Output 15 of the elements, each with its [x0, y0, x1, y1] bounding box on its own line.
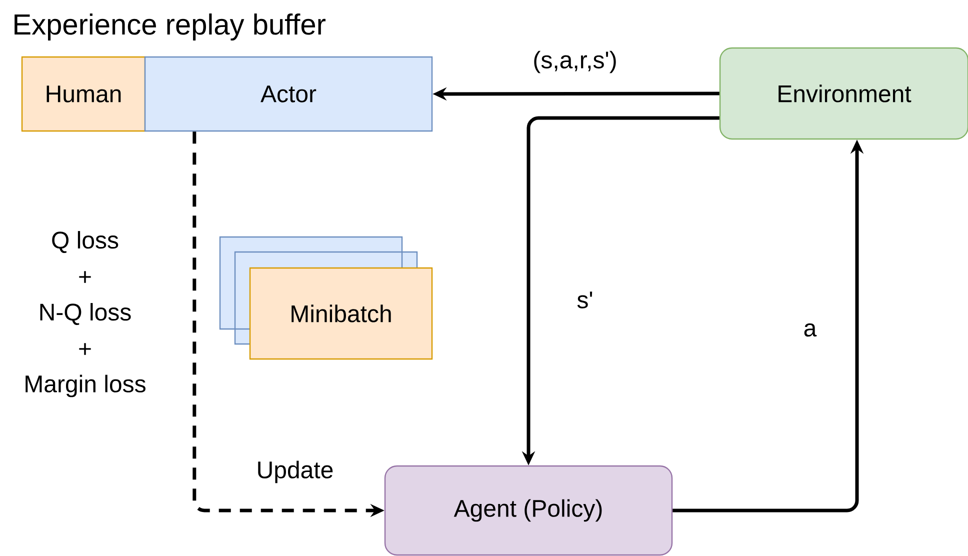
edge-label: a [802, 322, 818, 338]
buffer-cell: Actor [144, 56, 433, 132]
minibatch-card: Minibatch [249, 267, 433, 360]
loss-term: Margin loss [26, 374, 146, 398]
edge-label: (s,a,r,s') [532, 50, 618, 74]
loss-term: Q loss [52, 231, 118, 253]
loss-term: + [79, 343, 91, 355]
loss-term: N-Q loss [40, 303, 131, 325]
process-box: Environment [719, 47, 968, 140]
edge-label: Update [255, 460, 335, 484]
process-box: Agent (Policy) [384, 465, 673, 556]
title: Experience replay buffer [14, 13, 326, 41]
buffer-cell: Human [21, 56, 146, 132]
edge-label: s' [576, 290, 594, 310]
loss-term: + [79, 271, 91, 283]
